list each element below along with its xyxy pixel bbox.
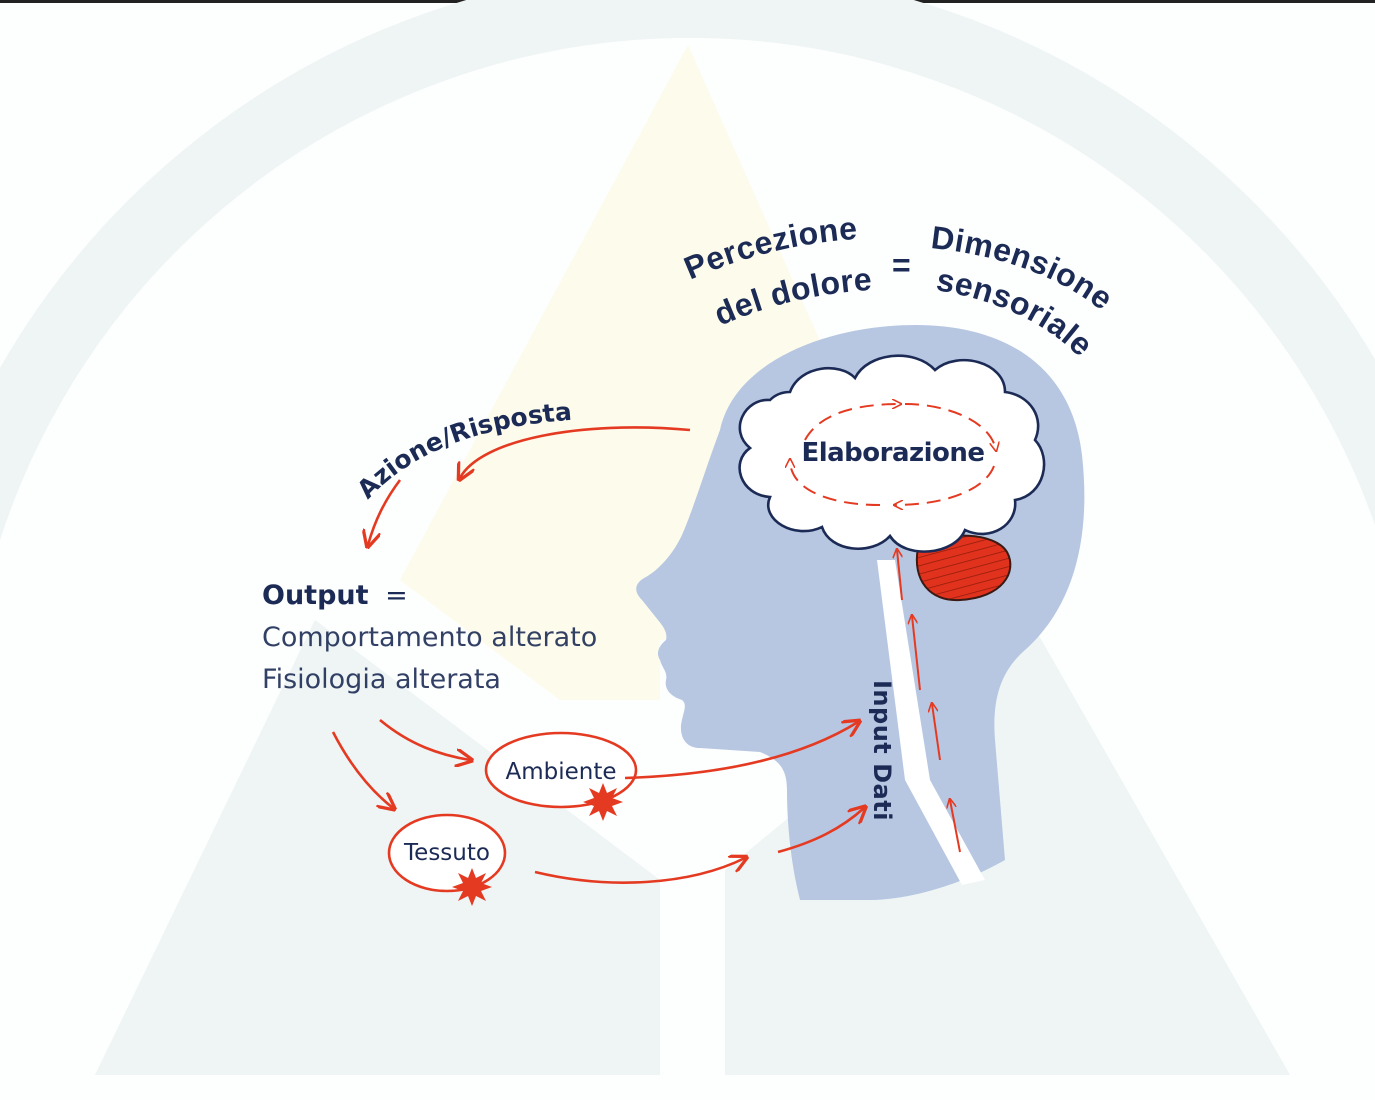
background-arc [0,0,1375,541]
environment-input-arrow [624,722,858,780]
tissue-node [387,813,507,893]
environment-node [484,731,638,809]
environment-label: Ambiente [505,759,616,785]
processing-loop [790,404,996,505]
output-equals: = [385,580,408,611]
equals-sign: = [892,247,911,283]
spinal-input-arrows [897,550,961,853]
output-to-tissue-arrow [331,731,393,808]
environment-burst-icon [583,783,623,821]
tissue-input-arrow-1 [534,858,745,884]
spinal-cord [877,560,985,885]
brain-label: Elaborazione [801,438,984,468]
background-triangle-left [95,620,660,1075]
output-line2: Fisiologia alterata [262,664,501,695]
tissue-label: Tessuto [403,840,490,866]
output-label: Output [262,580,369,611]
background-triangle-right [725,620,1290,1075]
output-line1: Comportamento alterato [262,622,597,653]
action-arrow-upper [460,426,691,478]
input-label: Input Dati [868,680,896,821]
tissue-burst-icon [452,868,492,906]
tissue-input-arrow-2 [777,808,864,854]
cerebellum [915,534,1012,602]
action-arrow-lower [368,479,402,545]
output-to-environment-arrow [379,719,470,760]
brain-cloud [738,354,1046,553]
output-heading: Output = [262,580,408,611]
